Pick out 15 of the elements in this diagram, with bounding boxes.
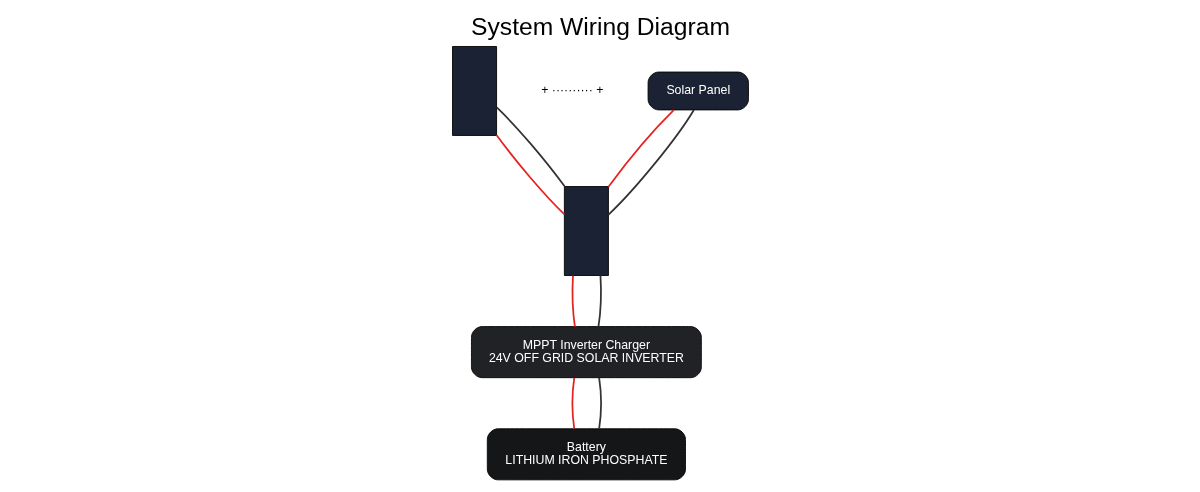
connector: [495, 106, 565, 188]
node-box: Solar Panel: [647, 71, 749, 111]
node-box: MPPT Inverter Charger 24V OFF GRID SOLAR INVERTER: [470, 326, 702, 379]
connector: [571, 376, 575, 430]
node-box: [451, 46, 497, 136]
connector: [597, 274, 602, 328]
node-box: [563, 186, 609, 276]
diagram-title: System Wiring Diagram: [470, 13, 730, 41]
node-box: Battery LITHIUM IRON PHOSPHATE: [486, 428, 686, 481]
connector: [607, 109, 675, 188]
connector: [597, 376, 602, 430]
connector: [607, 109, 695, 216]
connector: [495, 134, 565, 216]
label: + ·········· +: [540, 83, 603, 98]
connector: [571, 274, 576, 328]
